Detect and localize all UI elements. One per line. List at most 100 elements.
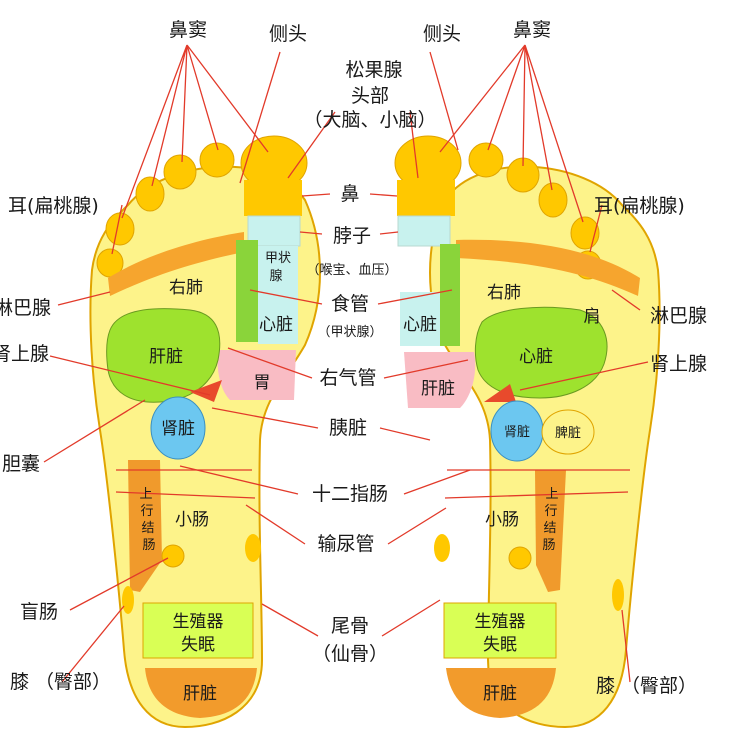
leader-lines — [43, 44, 649, 683]
right-outer-labels: 侧头 鼻窦 耳(扁桃腺) 淋巴腺 肾上腺 膝 （臀部） — [423, 19, 707, 697]
left-gland-box — [142, 602, 254, 659]
left-foot — [89, 135, 321, 729]
label-adrenal-right: 肾上腺 — [650, 353, 707, 375]
label-duodenum: 十二指肠 — [312, 483, 388, 505]
left-toe-2 — [199, 142, 235, 178]
left-thyroid-label-b: 腺 — [269, 269, 282, 284]
label-lymph-right: 淋巴腺 — [650, 305, 707, 327]
label-sinus-right: 鼻窦 — [513, 19, 551, 41]
label-knee-left: 膝 （臀部） — [10, 671, 111, 693]
left-liver-label: 肝脏 — [149, 347, 183, 367]
left-esophagus-strip — [236, 240, 258, 342]
right-smallint-label: 小肠 — [485, 510, 519, 530]
label-trachea: 右气管 — [319, 367, 376, 389]
right-kidney-label: 肾脏 — [504, 425, 530, 440]
left-colon-label-3: 结 — [141, 521, 154, 536]
right-esophagus-strip — [440, 244, 460, 346]
left-heel-label: 肝脏 — [183, 684, 217, 704]
leader-headside-left — [239, 51, 281, 184]
left-toe-4 — [135, 176, 165, 212]
right-toe-5 — [570, 216, 600, 250]
right-spleen-label: 脾脏 — [555, 426, 581, 441]
label-headside-right: 侧头 — [423, 23, 461, 45]
leader-adrenal-right — [519, 361, 649, 391]
right-toe-2 — [468, 142, 504, 178]
right-ureter-knob — [434, 534, 450, 562]
left-knee-knob — [122, 586, 134, 614]
leader-ear-left — [111, 204, 123, 255]
label-pancreas: 胰脏 — [329, 417, 367, 439]
leader-headside-right — [429, 51, 459, 151]
left-colon-label-1: 上 — [139, 487, 152, 502]
leader-ureter — [245, 504, 447, 545]
left-heart-label: 心脏 — [259, 315, 293, 335]
right-heart-strip-zone — [400, 292, 440, 346]
left-cecum-spot — [161, 544, 185, 568]
leader-ear-right — [589, 204, 603, 253]
right-adrenal-zone — [484, 384, 516, 402]
label-ureter: 输尿管 — [317, 533, 374, 555]
right-neck-zone — [397, 215, 451, 247]
label-nose: 鼻 — [340, 183, 359, 205]
leader-sinus-right — [439, 44, 584, 223]
right-foot — [394, 135, 661, 729]
leader-nose — [301, 193, 398, 197]
right-colon-label-4: 肠 — [542, 538, 555, 553]
left-lung-band — [108, 232, 244, 296]
label-coccyx-1: 尾骨 — [331, 615, 369, 637]
label-pineal-1: 松果腺 — [345, 59, 402, 81]
label-esophagus: 食管 — [331, 293, 369, 315]
left-thyroid-label-a: 甲状 — [265, 251, 291, 266]
right-lung-band — [456, 239, 640, 296]
label-pineal-3: （大脑、小脑） — [303, 109, 436, 131]
label-ear-right: 耳(扁桃腺) — [594, 195, 685, 217]
left-stomach-zone — [217, 350, 296, 400]
left-adrenal-zone — [190, 380, 222, 402]
leader-knee-left — [61, 605, 125, 683]
label-sinus-left: 鼻窦 — [169, 19, 207, 41]
right-liver-label: 肝脏 — [421, 379, 455, 399]
right-colon-strip — [535, 470, 566, 592]
label-pineal-2: 头部 — [351, 85, 389, 107]
right-shoulder-label: 肩 — [584, 307, 601, 327]
right-gland-label-1: 生殖器 — [475, 612, 526, 632]
leader-sinus-left — [121, 44, 269, 219]
left-colon-label-4: 肠 — [142, 538, 155, 553]
leader-neck — [299, 231, 399, 235]
right-gland-box — [443, 602, 557, 659]
left-nose-zone — [244, 180, 302, 216]
leader-cecum-left — [69, 557, 169, 611]
right-knee-knob — [612, 579, 624, 611]
left-thyroid-zone — [258, 246, 298, 286]
label-esophagus-sub: （甲状腺） — [317, 325, 382, 340]
right-colon-label-2: 行 — [544, 504, 557, 519]
right-colon-label-1: 上 — [545, 487, 558, 502]
leader-lymph-left — [57, 291, 111, 306]
right-toe-4 — [538, 182, 568, 218]
right-liver-zone — [404, 352, 476, 408]
leader-knee-right — [621, 609, 631, 683]
left-heel-cap — [145, 668, 257, 718]
leader-adrenal-left — [49, 355, 211, 396]
leader-pineal-left — [287, 111, 336, 179]
label-gall-left: 胆囊 — [2, 453, 40, 475]
center-labels: 松果腺 头部 （大脑、小脑） 鼻 脖子 （喉宝、血压） 食管 （甲状腺） 右气管… — [303, 59, 436, 665]
label-cecum-left: 盲肠 — [20, 601, 58, 623]
left-ureter-knob — [245, 534, 261, 562]
leader-coccyx — [261, 599, 441, 637]
right-heartstrip-label: 心脏 — [403, 315, 437, 335]
leader-gall-left — [43, 399, 146, 463]
right-zone-line-2 — [444, 491, 629, 499]
left-outer-labels: 鼻窦 侧头 耳(扁桃腺) 淋巴腺 肾上腺 胆囊 盲肠 膝 （臀部） — [0, 19, 307, 693]
leader-pancreas — [211, 407, 431, 441]
right-heel-label: 肝脏 — [483, 684, 517, 704]
label-lymph-left: 淋巴腺 — [0, 297, 51, 319]
label-coccyx-2: （仙骨） — [312, 643, 388, 665]
right-heel-cap — [446, 668, 556, 718]
leader-lymph-right — [611, 289, 641, 311]
right-colon-spot — [508, 546, 532, 570]
right-colon-label-3: 结 — [543, 521, 556, 536]
leader-trachea — [227, 347, 469, 379]
